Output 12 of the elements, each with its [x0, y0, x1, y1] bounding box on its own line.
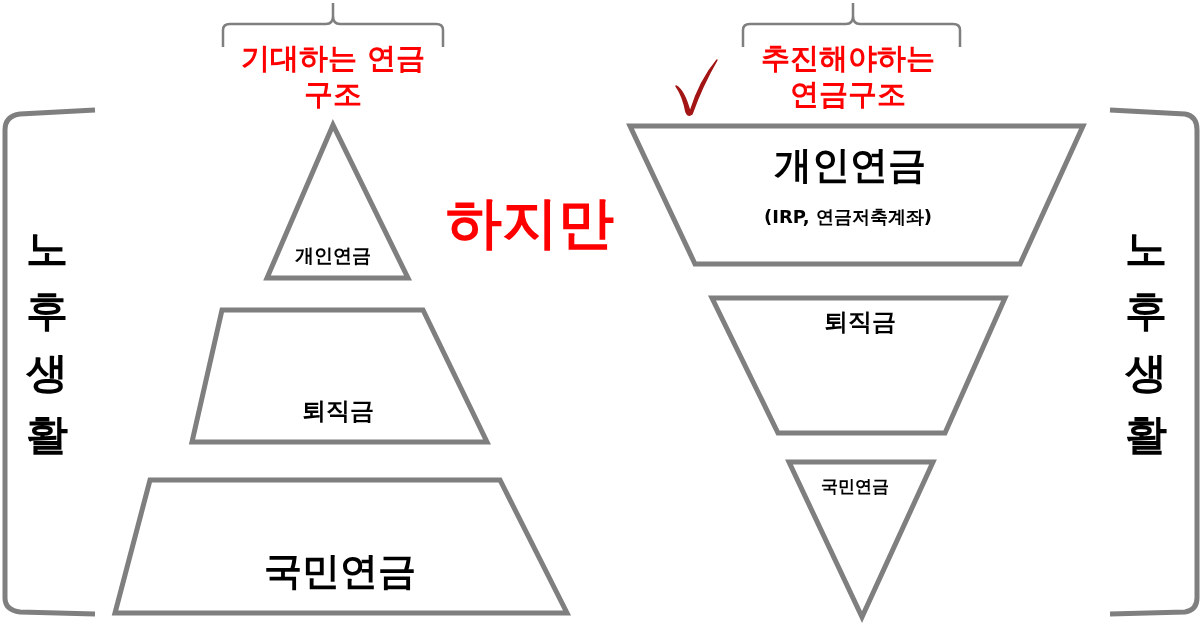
- shape-sublabel: (IRP, 연금저축계좌): [764, 208, 932, 226]
- shape-label: 퇴직금: [824, 310, 896, 334]
- side-label: 노후생활: [25, 223, 69, 461]
- heading: 기대하는 연금구조: [239, 40, 427, 113]
- headline: 하지만: [445, 189, 615, 257]
- shape-label: 개인연금: [295, 246, 371, 265]
- side-label: 노후생활: [1124, 223, 1168, 461]
- shape-label: 국민연금: [264, 552, 416, 590]
- heading: 추진해야하는 연금구조: [760, 40, 936, 113]
- shape-label: 퇴직금: [302, 399, 374, 423]
- shape-label: 국민연금: [821, 478, 889, 495]
- shape-label: 개인연금: [774, 146, 926, 184]
